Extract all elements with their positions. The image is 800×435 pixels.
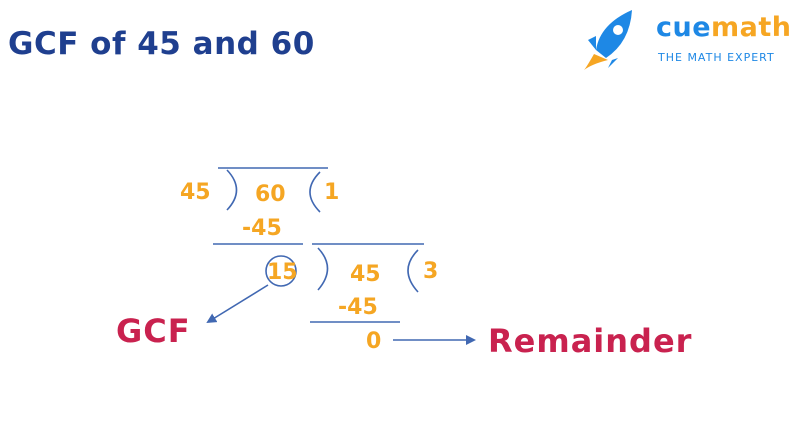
division-2-dividend: 45 [350, 262, 381, 287]
division-1-divisor: 45 [180, 180, 211, 205]
gcf-arrow [206, 284, 269, 324]
division-2-remainder: 0 [366, 329, 381, 354]
logo-tagline: THE MATH EXPERT [658, 51, 775, 64]
cuemath-logo: cuemath THE MATH EXPERT [582, 6, 791, 72]
division-1-subtrahend: -45 [242, 216, 282, 241]
logo-name: cuemath [656, 12, 792, 43]
division-step-2: 45 3 -45 0 [310, 243, 438, 354]
division-1-bracket-right [309, 171, 321, 213]
division-2-subtrahend: -45 [338, 295, 378, 320]
page-title: GCF of 45 and 60 [8, 26, 315, 62]
division-step-1: 45 60 1 -45 [180, 167, 339, 245]
division-1-quotient: 1 [324, 180, 339, 205]
remainder-label: Remainder [488, 322, 692, 360]
logo-name-math: math [711, 12, 792, 43]
rocket-icon [584, 10, 632, 70]
division-2-bracket-left [317, 247, 329, 291]
division-2-quotient: 3 [423, 259, 438, 284]
gcf-label: GCF [116, 312, 191, 350]
gcf-circle [265, 255, 297, 287]
division-1-remainder: 15 [267, 260, 298, 285]
division-1-dividend: 60 [255, 182, 286, 207]
division-2-bracket-right [407, 249, 419, 293]
gcf-value: 15 [265, 255, 298, 287]
division-1-bracket-left [226, 169, 238, 211]
logo-name-cue: cue [656, 12, 712, 43]
